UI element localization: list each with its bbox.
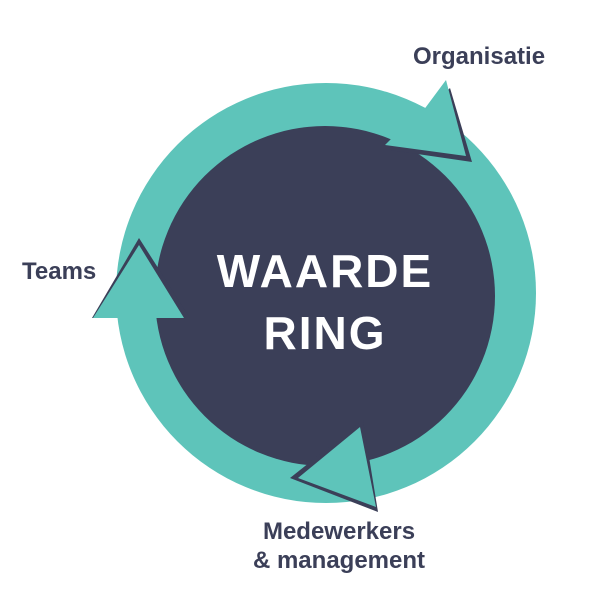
label-teams: Teams <box>22 258 97 285</box>
arrow-teams <box>93 245 184 318</box>
arrow-organisatie <box>385 80 466 156</box>
label-organisatie: Organisatie <box>413 43 546 70</box>
center-title-line2: RING <box>263 307 387 359</box>
label-medewerkers: Medewerkers <box>262 518 416 545</box>
center-title-line1: WAARDE <box>216 245 434 297</box>
label-management: & management <box>252 547 426 574</box>
arrow-medewerkers <box>298 427 376 507</box>
dark-core <box>155 126 495 466</box>
